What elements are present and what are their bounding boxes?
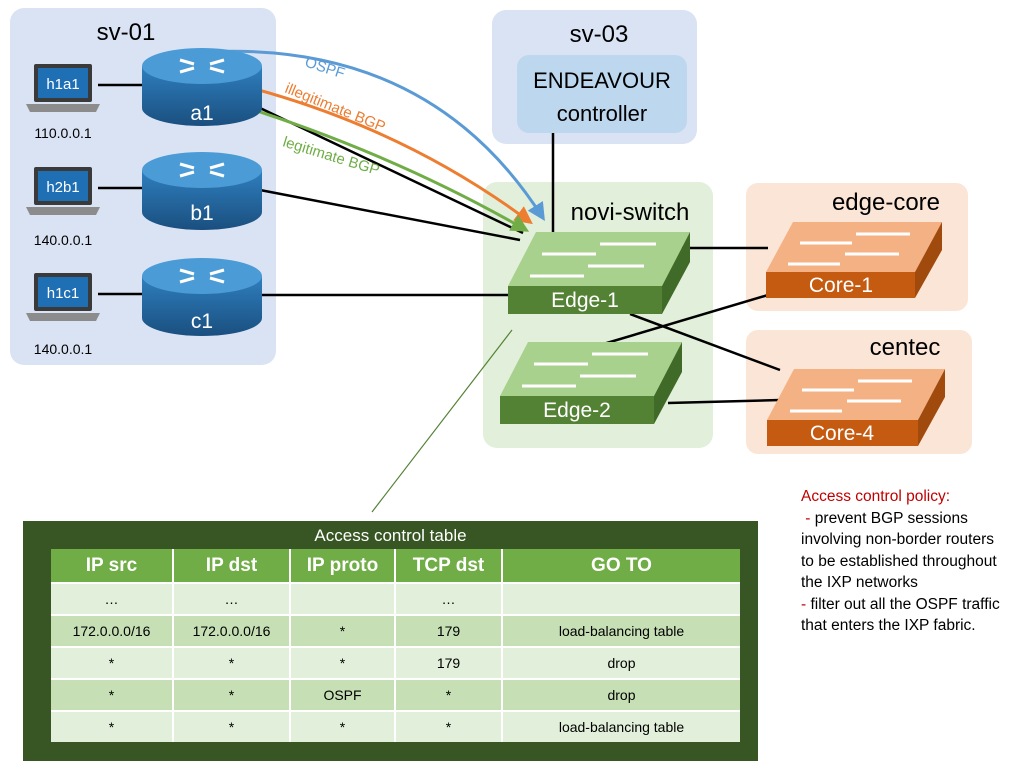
controller-label-line2: controller [557, 101, 647, 126]
header-tcp-dst: TCP dst [395, 549, 503, 583]
link-b1-edge1 [259, 188, 521, 242]
cell-ip-dst: * [173, 710, 291, 742]
router-icon-b1: b1 [142, 152, 262, 230]
cell-ip-src: * [51, 646, 174, 679]
switch-label-core4: Core-4 [810, 422, 875, 445]
link-edge2-core4 [667, 398, 781, 405]
legitimate-bgp-flow-label: legitimate BGP [281, 134, 382, 180]
laptop-icon-h1a1: h1a1 [26, 64, 100, 112]
access-control-table-panel: Access control table IP src IP dst IP pr… [23, 521, 758, 761]
edge-core-label: edge-core [832, 189, 940, 216]
policy-bullet-1-text: prevent BGP sessions involving non-borde… [801, 509, 997, 592]
table-row: * * OSPF * drop [51, 678, 740, 711]
controller-label-line1: ENDEAVOUR [533, 68, 671, 93]
laptop-icon-h1c1: h1c1 [26, 273, 100, 321]
ospf-flow-label: OSPF [303, 54, 347, 83]
cell-ip-proto: * [290, 614, 396, 647]
table-row: * * * * load-balancing table [51, 710, 740, 742]
switch-label-edge2: Edge-2 [543, 399, 611, 422]
policy-heading: Access control policy: [801, 488, 951, 505]
cell-ip-proto: * [290, 646, 396, 679]
header-ip-dst: IP dst [173, 549, 291, 583]
policy-bullet-2-dash: - [801, 595, 811, 613]
cell-ip-src: * [51, 710, 174, 742]
link-edge1-core4 [629, 312, 781, 372]
cell-tcp-dst: * [395, 710, 503, 742]
switch-icon-core1: Core-1 [766, 222, 942, 298]
table-row: * * * 179 drop [51, 646, 740, 679]
cell-go-to [502, 582, 740, 615]
cell-ip-src: * [51, 678, 174, 711]
switch-label-core1: Core-1 [809, 274, 873, 297]
host-label-h1a1: h1a1 [46, 76, 79, 93]
policy-bullet-1: - prevent BGP sessions involving non-bor… [801, 508, 1011, 594]
laptop-icon-h2b1: h2b1 [26, 167, 100, 215]
ospf-flow-arrow [204, 49, 545, 222]
links [98, 83, 781, 405]
centec-label: centec [870, 334, 941, 361]
router-label-b1: b1 [190, 202, 213, 225]
cell-ip-dst: * [173, 678, 291, 711]
router-icon-a1: a1 [142, 48, 262, 126]
host-ip-h1a1: 110.0.0.1 [34, 125, 92, 141]
cell-ip-src: … [51, 582, 174, 615]
router-label-a1: a1 [190, 102, 213, 125]
switch-icon-edge1: Edge-1 [508, 232, 690, 314]
switch-label-edge1: Edge-1 [551, 289, 619, 312]
cell-tcp-dst: … [395, 582, 503, 615]
cell-ip-proto: OSPF [290, 678, 396, 711]
cell-ip-proto: * [290, 710, 396, 742]
sv01-label: sv-01 [97, 19, 156, 46]
table-header-row: IP src IP dst IP proto TCP dst GO TO [51, 549, 740, 583]
header-go-to: GO TO [502, 549, 740, 583]
cell-ip-src: 172.0.0.0/16 [51, 614, 174, 647]
switch-icon-edge2: Edge-2 [500, 342, 682, 424]
access-control-policy: Access control policy: - prevent BGP ses… [801, 486, 1011, 637]
cell-go-to: drop [502, 646, 740, 679]
link-edge2-core1 [599, 293, 769, 347]
access-control-table-title: Access control table [314, 526, 467, 545]
policy-bullet-1-dash: - [801, 509, 815, 527]
host-label-h2b1: h2b1 [46, 179, 79, 196]
cell-ip-proto [290, 582, 396, 615]
router-icon-c1: c1 [142, 258, 262, 336]
host-ip-h1c1: 140.0.0.1 [34, 341, 93, 357]
cell-tcp-dst: 179 [395, 614, 503, 647]
cell-go-to: load-balancing table [502, 710, 740, 742]
policy-bullet-2: - filter out all the OSPF traffic that e… [801, 594, 1011, 637]
link-a1-edge1 [259, 106, 524, 235]
sv03-label: sv-03 [570, 21, 629, 48]
access-control-table: IP src IP dst IP proto TCP dst GO TO … …… [51, 549, 740, 742]
cell-ip-dst: … [173, 582, 291, 615]
switch-icon-core4: Core-4 [767, 369, 945, 446]
host-ip-h2b1: 140.0.0.1 [34, 232, 93, 248]
cell-tcp-dst: 179 [395, 646, 503, 679]
controller-box [517, 55, 687, 133]
table-row: … … … [51, 582, 740, 615]
cell-tcp-dst: * [395, 678, 503, 711]
cell-ip-dst: 172.0.0.0/16 [173, 614, 291, 647]
table-callout-line [371, 329, 513, 513]
host-label-h1c1: h1c1 [47, 285, 80, 302]
novi-switch-label: novi-switch [571, 199, 690, 226]
policy-bullet-2-text: filter out all the OSPF traffic that ent… [801, 595, 1000, 635]
router-label-c1: c1 [191, 310, 213, 333]
header-ip-proto: IP proto [290, 549, 396, 583]
cell-go-to: drop [502, 678, 740, 711]
cell-go-to: load-balancing table [502, 614, 740, 647]
table-row: 172.0.0.0/16 172.0.0.0/16 * 179 load-bal… [51, 614, 740, 647]
header-ip-src: IP src [51, 549, 174, 583]
cell-ip-dst: * [173, 646, 291, 679]
